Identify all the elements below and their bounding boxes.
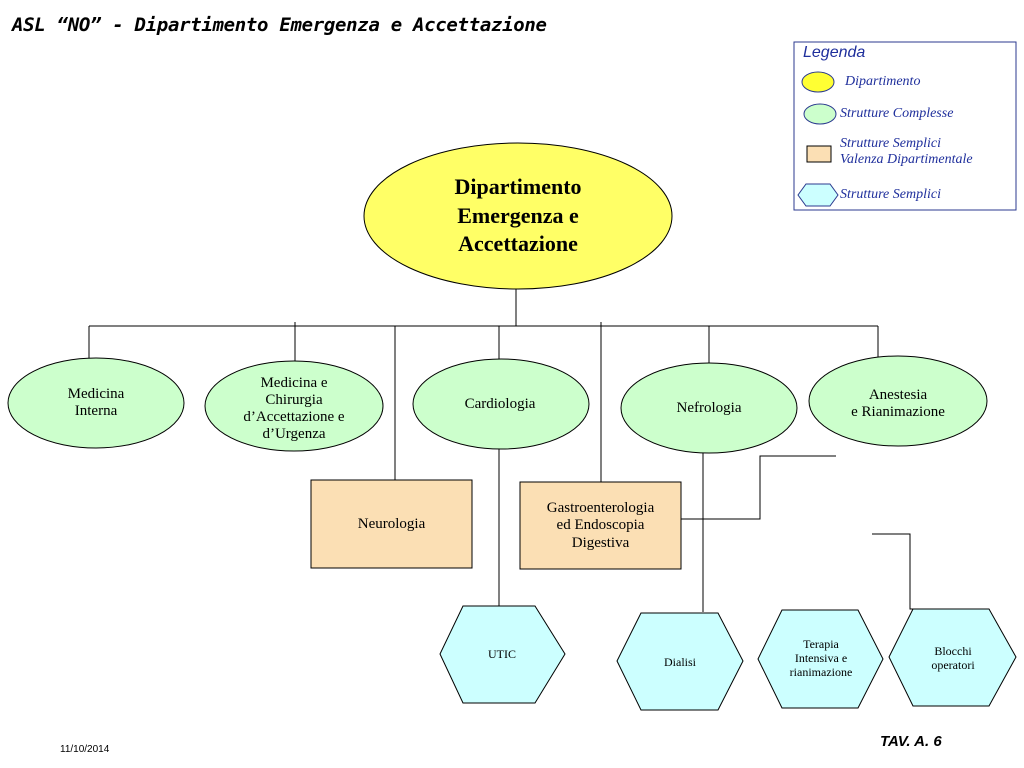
node-nefrologia-ellipse (620, 362, 798, 454)
node-terapia-label: Terapia Intensiva e rianimazione (789, 637, 853, 679)
legend-title: Legenda (803, 44, 866, 61)
legend-complesse-label: Strutture Complesse (840, 106, 954, 121)
node-gastro-label: Gastroenterologia ed Endoscopia Digestiv… (546, 500, 655, 551)
node-neurologia-label: Neurologia (357, 516, 426, 533)
node-main-label: Dipartimento Emergenza e Accettazione (454, 174, 582, 257)
node-neurologia-rect (310, 479, 473, 569)
node-utic-label: UTIC (488, 647, 516, 662)
legend-semplici-dip-label: Strutture Semplici Valenza Dipartimental… (840, 136, 973, 168)
page-title: ASL “NO” - Dipartimento Emergenza e Acce… (12, 14, 547, 36)
node-dialisi-label: Dialisi (664, 655, 696, 670)
legend-semplici-label: Strutture Semplici (840, 187, 941, 202)
node-nefrologia-label: Nefrologia (676, 400, 742, 417)
footer-date: 11/10/2014 (60, 744, 110, 755)
node-blocchi-hexagon (888, 608, 1017, 707)
node-anestesia-ellipse (808, 355, 988, 447)
node-blocchi-label: Blocchi operatori (931, 644, 975, 672)
node-anestesia-label: Anestesia e Rianimazione (851, 386, 945, 420)
node-dialisi-hexagon (616, 612, 744, 711)
node-main-ellipse (363, 142, 673, 290)
node-medicina-chirurgia-ellipse (204, 360, 384, 452)
node-medicina-interna-ellipse (7, 357, 185, 449)
node-medicina-interna-label: Medicina Interna (67, 385, 125, 419)
node-terapia-hexagon (757, 609, 884, 709)
connector-lines (88, 288, 950, 612)
node-medicina-chirurgia-label: Medicina e Chirurgia d’Accettazione e d’… (243, 374, 345, 443)
legend-semplici-dip-swatch (806, 145, 832, 163)
legend-complesse-swatch (803, 103, 837, 125)
legend-dipartimento-swatch (801, 71, 835, 93)
node-utic-hexagon (439, 605, 566, 704)
node-cardiologia-label: Cardiologia (464, 396, 536, 413)
node-cardiologia-ellipse (412, 358, 590, 450)
legend-dipartimento-label: Dipartimento (845, 74, 921, 89)
legend-box (793, 41, 1017, 211)
node-gastro-rect (519, 481, 682, 570)
footer-tav: TAV. A. 6 (880, 733, 942, 750)
legend-semplici-swatch (797, 183, 839, 207)
